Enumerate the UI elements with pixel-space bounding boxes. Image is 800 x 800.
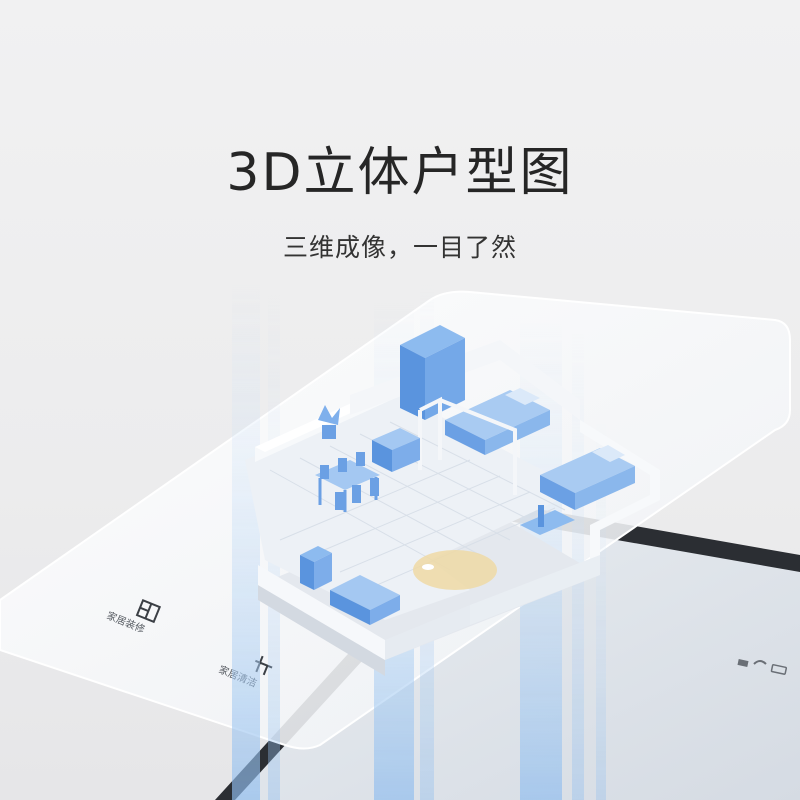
tv-unit	[520, 505, 575, 535]
battery-icon	[770, 664, 788, 675]
floor-plan-3d	[245, 325, 660, 676]
plant	[318, 405, 340, 439]
phone-status-bar	[737, 659, 788, 675]
robot-zone	[413, 550, 497, 590]
layout-icon[interactable]	[135, 598, 162, 624]
wardrobe	[400, 325, 465, 420]
signal-icon	[737, 659, 749, 667]
dining-set	[315, 452, 380, 512]
sofa	[330, 575, 400, 625]
cabinet	[372, 428, 420, 472]
page-title: 3D立体户型图	[226, 143, 574, 203]
page-subtitle: 三维成像，一目了然	[282, 233, 517, 262]
bed-1	[445, 388, 550, 455]
tall-unit	[300, 546, 332, 590]
bed-2	[540, 445, 635, 510]
wifi-icon	[753, 660, 767, 665]
